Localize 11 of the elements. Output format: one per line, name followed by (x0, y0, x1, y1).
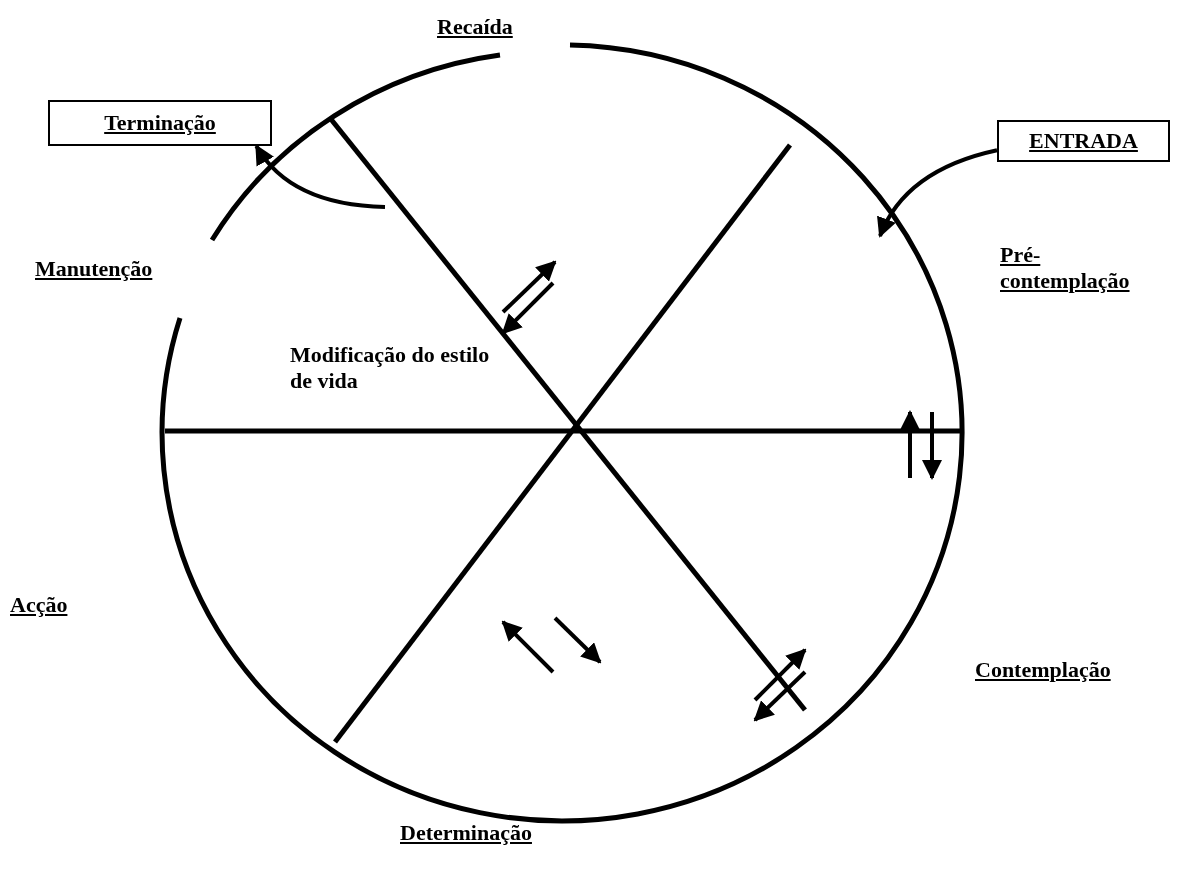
stage-label: Acção (10, 592, 68, 618)
arrow (878, 148, 998, 238)
stage-label: Contemplação (975, 657, 1111, 683)
stage-label: Manutenção (35, 256, 153, 282)
stage-label: Pré-contemplação (1000, 242, 1131, 294)
stage-label: Recaída (437, 14, 513, 40)
stage-box: Terminação (48, 100, 272, 146)
stage-label: Determinação (400, 820, 532, 846)
arrow (254, 144, 386, 209)
center-label: Modificação do estilo de vida (290, 342, 491, 394)
stage-box: ENTRADA (997, 120, 1170, 162)
